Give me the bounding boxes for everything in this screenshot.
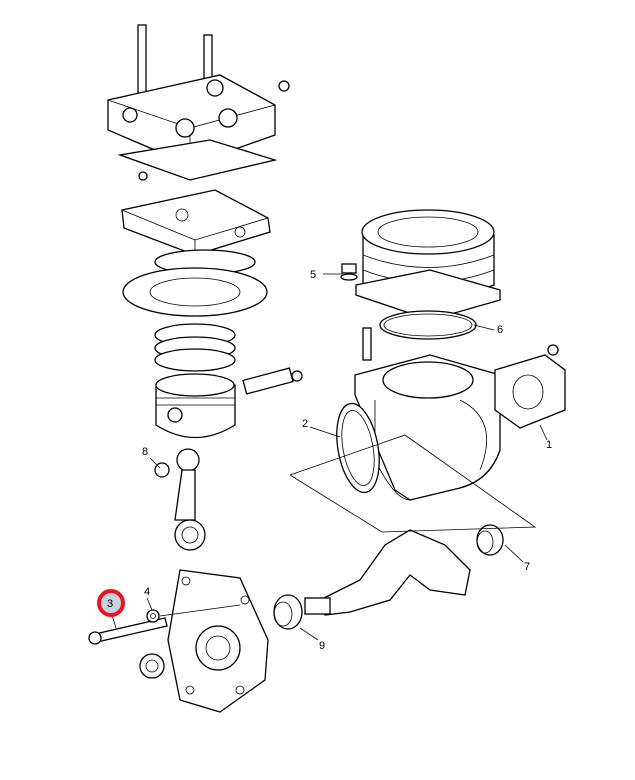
bearing-7 xyxy=(476,524,504,556)
stud xyxy=(362,327,372,361)
piston xyxy=(155,373,236,439)
callout-2[interactable]: 2 xyxy=(302,418,308,430)
callout-3-highlight[interactable]: 3 xyxy=(97,589,125,617)
o-ring xyxy=(379,310,477,340)
valve-plate xyxy=(121,189,271,256)
cylinder-gasket xyxy=(122,249,268,317)
callout-1[interactable]: 1 xyxy=(546,439,552,451)
bolt-3 xyxy=(88,617,168,645)
callout-6[interactable]: 6 xyxy=(497,324,503,336)
crankshaft xyxy=(304,529,471,616)
washer-4 xyxy=(146,609,160,623)
callout-5[interactable]: 5 xyxy=(310,269,316,281)
leader-lines xyxy=(111,273,548,641)
bearing-9 xyxy=(273,594,303,630)
side-cover xyxy=(494,344,566,429)
callout-7[interactable]: 7 xyxy=(524,561,530,573)
piston-rings xyxy=(154,323,236,372)
nut xyxy=(139,653,165,679)
callout-8[interactable]: 8 xyxy=(142,446,148,458)
callout-4[interactable]: 4 xyxy=(144,586,150,598)
callout-9[interactable]: 9 xyxy=(319,640,325,652)
cylinder-head xyxy=(107,74,276,166)
head-gasket xyxy=(117,139,278,181)
nut-washer-5 xyxy=(340,263,358,281)
piston-pin xyxy=(242,367,303,395)
cylinder-block xyxy=(355,209,501,321)
end-cover xyxy=(167,569,269,713)
callout-3[interactable]: 3 xyxy=(107,598,113,610)
crankcase xyxy=(354,354,501,501)
connecting-rod xyxy=(154,448,206,551)
